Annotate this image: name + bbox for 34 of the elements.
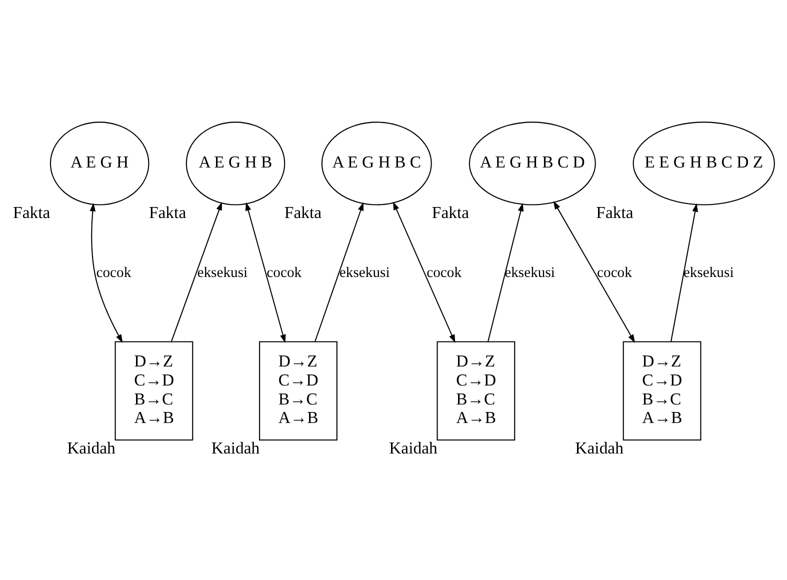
arrow [245,202,286,343]
node-box: D→Z C→D B→C A→B [436,340,516,440]
node-box: D→Z C→D B→C A→B [622,340,702,440]
node-ellipse: A E G H B [186,121,286,205]
arrow [553,200,636,342]
node-label: Kaidah [575,438,624,457]
edge-label: cocok [426,264,462,281]
arrow [393,201,456,342]
node-label: Fakta [148,202,186,222]
node-ellipse: A E G H B C [321,121,432,205]
node-ellipse: A E G H B C D [468,121,596,205]
node-label: Kaidah [67,438,116,457]
edge-label: cocok [597,264,632,281]
node-box: D→Z C→D B→C A→B [114,340,194,440]
node-ellipse: E E G H B C D Z [632,121,775,205]
node-label: Fakta [284,202,322,222]
edge-label: eksekusi [504,264,555,281]
arrow [170,201,222,342]
node-label: Fakta [13,202,50,222]
arrow [670,202,698,342]
edge-label: cocok [96,264,132,281]
edge-label: eksekusi [683,264,734,281]
edge-label: cocok [266,264,302,281]
edge-label: eksekusi [339,264,390,281]
node-box: D→Z C→D B→C A→B [259,340,338,440]
edge-label: eksekusi [197,264,248,281]
arrow [90,202,123,342]
node-label: Kaidah [389,438,438,457]
node-label: Fakta [432,202,470,222]
node-ellipse: A E G H [50,121,150,205]
arrow [314,202,364,342]
node-label: Fakta [596,202,634,222]
node-label: Kaidah [211,438,260,457]
arrow [488,202,524,342]
